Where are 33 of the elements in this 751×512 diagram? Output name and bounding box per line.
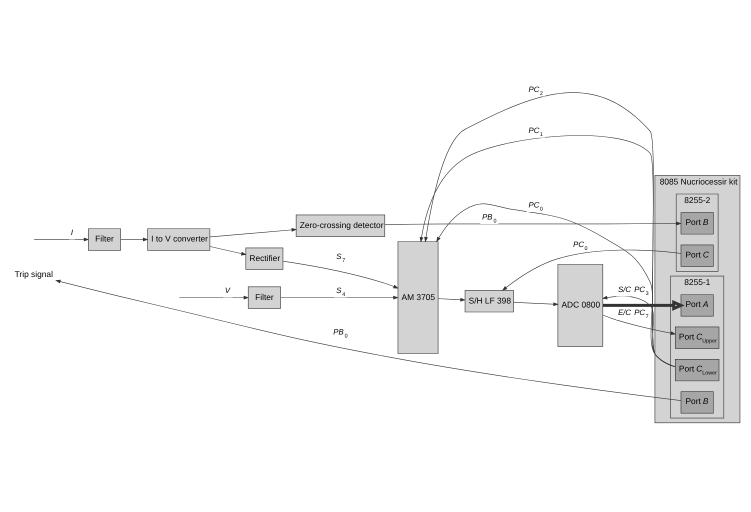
node-box: Port C$_{Upper}$ <box>674 326 720 349</box>
arrow <box>424 92 676 368</box>
node-box: Port C <box>680 244 714 267</box>
arrow <box>280 296 399 300</box>
arrow <box>420 135 676 368</box>
arrow <box>210 246 247 256</box>
arrow <box>55 280 682 401</box>
arrow <box>210 228 297 238</box>
node-box: Zero-crossing detector <box>296 214 386 237</box>
arrow <box>513 302 559 306</box>
arrow <box>34 238 90 242</box>
arrow <box>282 260 399 289</box>
node-box: Port A <box>680 294 714 316</box>
arrow <box>436 204 676 367</box>
arrow <box>602 296 676 367</box>
arrow <box>502 250 682 291</box>
node-box: Port B <box>680 391 714 414</box>
node-box: Filter <box>248 286 281 309</box>
node-box: S/H LF 398 <box>464 290 514 312</box>
arrow <box>120 238 148 242</box>
node-text: Trip signal <box>14 269 53 280</box>
arrow <box>384 222 682 226</box>
node-box: I to V converter <box>147 228 210 251</box>
node-box: ADC 0800 <box>558 264 604 347</box>
arrow <box>179 296 250 300</box>
node-box: Port C$_{Lower}$ <box>674 359 720 382</box>
node-box: Port B <box>680 212 714 234</box>
arrow <box>602 314 676 336</box>
node-box: Filter <box>88 228 121 251</box>
node-box: AM 3705 <box>398 241 438 354</box>
node-box: Rectifier <box>246 248 284 270</box>
arrow <box>438 298 466 302</box>
arrow <box>602 300 685 311</box>
